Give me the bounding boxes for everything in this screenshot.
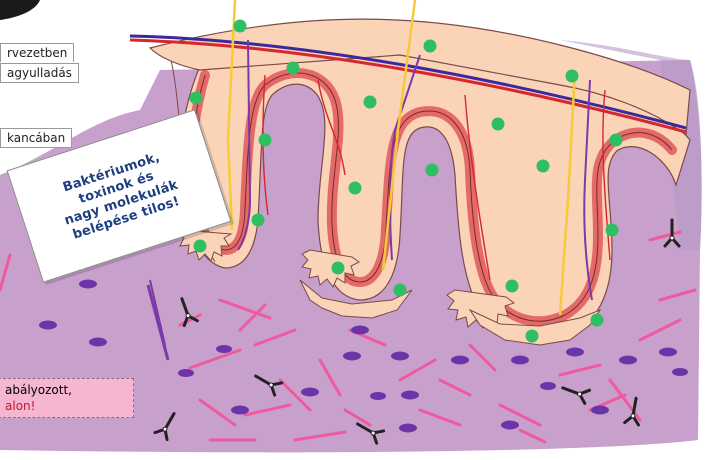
- label-top-line2: agyulladás: [0, 63, 79, 83]
- label-bottom-line2: alon!: [5, 398, 127, 414]
- label-top-line1: rvezetben: [0, 43, 74, 62]
- label-bottom-line1: abályozott,: [5, 382, 127, 398]
- label-middle: kancában: [0, 128, 72, 148]
- label-bottom: abályozott, alon!: [0, 378, 134, 418]
- dark-corner-panel: [0, 0, 40, 20]
